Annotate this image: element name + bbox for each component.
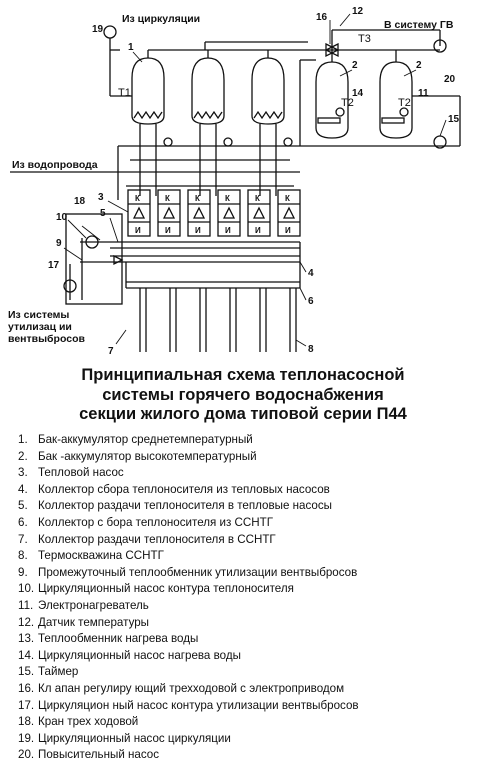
- pump-10: [85, 235, 99, 249]
- callout-3: 3: [98, 192, 104, 203]
- from-recovery-label-3: вентвыбросов: [8, 333, 85, 345]
- title-line-1: Принципиальная схема теплонасосной: [81, 366, 405, 384]
- legend-item: 18.Кран трех ходовой: [18, 715, 139, 729]
- callout-6: 6: [308, 296, 314, 307]
- callout-14: 14: [352, 88, 364, 99]
- tank-2b: [379, 50, 413, 139]
- to-hw-system-label: В систему ГВ: [384, 19, 454, 31]
- callout-4: 4: [308, 268, 314, 279]
- electric-heater-a: [317, 117, 341, 124]
- legend-list: 1.Бак-аккумулятор среднетемпературный 2.…: [18, 432, 478, 764]
- diagram-title: Принципиальная схема теплонасосной систе…: [0, 366, 486, 425]
- callout-12: 12: [352, 6, 364, 17]
- title-line-3: секции жилого дома типовой серии П44: [79, 405, 407, 423]
- callout-8: 8: [308, 344, 314, 355]
- callout-19: 19: [92, 24, 104, 35]
- coil-1b: [193, 110, 223, 120]
- electric-heater-b: [381, 117, 405, 124]
- from-circulation-label: Из циркуляции: [122, 13, 200, 25]
- legend-item: 7.Коллектор раздачи теплоносителя в ССНТ…: [18, 532, 276, 546]
- callout-2b: 2: [416, 60, 422, 71]
- coil-1c: [253, 110, 283, 120]
- pump-14a: [335, 107, 345, 117]
- coil-1a: [133, 110, 163, 120]
- legend-item: 6.Коллектор с бора теплоносителя из ССНТ…: [18, 515, 274, 529]
- legend-item: 15.Таймер: [18, 665, 79, 679]
- callout-2a: 2: [352, 60, 358, 71]
- pump-14b: [399, 107, 409, 117]
- t2b-label: Т2: [398, 97, 411, 109]
- hp4-k: К: [225, 194, 230, 203]
- callout-20: 20: [444, 74, 456, 85]
- pump-17: [63, 279, 77, 293]
- tank-1c: [251, 50, 285, 125]
- legend-item: 5.Коллектор раздачи теплоносителя в тепл…: [18, 499, 332, 513]
- hp5-k: К: [255, 194, 260, 203]
- legend-item: 11.Электронагреватель: [18, 598, 149, 612]
- callout-9: 9: [56, 238, 62, 249]
- callout-11: 11: [418, 88, 429, 99]
- legend-item: 10.Циркуляционный насос контура теплонос…: [18, 582, 294, 596]
- hp2-k: К: [165, 194, 170, 203]
- legend-item: 17.Циркуляцион ный насос контура утилиза…: [18, 698, 359, 712]
- pump-19: [103, 25, 117, 39]
- callout-5: 5: [100, 208, 106, 219]
- tank-1a: [131, 50, 165, 125]
- legend-item: 1.Бак-аккумулятор среднетемпературный: [18, 433, 253, 446]
- callout-7: 7: [108, 346, 114, 357]
- hp1-k: К: [135, 194, 140, 203]
- legend-item: 4.Коллектор сбора теплоносителя из тепло…: [18, 482, 330, 496]
- callout-16: 16: [316, 12, 328, 23]
- t2a-label: Т2: [341, 97, 354, 109]
- hp1-i: И: [135, 226, 141, 235]
- heat-pump-schematic: Из циркуляции В систему ГВ Из водопровод…: [8, 6, 461, 357]
- legend-item: 8.Термоскважина ССНТГ: [18, 549, 164, 563]
- hp3-i: И: [195, 226, 201, 235]
- hp5-i: И: [255, 226, 261, 235]
- tank-2a: [315, 50, 349, 139]
- callout-10: 10: [56, 212, 68, 223]
- tank-1b: [191, 50, 225, 125]
- legend-item: 19.Циркуляционный насос циркуляции: [18, 731, 231, 745]
- t3-label: Т3: [358, 33, 371, 45]
- hp6-k: К: [285, 194, 290, 203]
- hp3-k: К: [195, 194, 200, 203]
- hp2-i: И: [165, 226, 171, 235]
- valve-18: [113, 254, 124, 266]
- callout-15: 15: [448, 114, 460, 125]
- from-water-supply-label: Из водопровода: [12, 159, 98, 171]
- legend-item: 13.Теплообменник нагрева воды: [18, 632, 199, 646]
- hp4-i: И: [225, 226, 231, 235]
- from-recovery-label-2: утилизац ии: [8, 321, 72, 333]
- title-line-2: системы горячего водоснабжения: [102, 385, 384, 404]
- hp6-i: И: [285, 226, 291, 235]
- legend-item: 3.Тепловой насос: [18, 466, 124, 480]
- legend-item: 2.Бак -аккумулятор высокотемпературный: [18, 449, 257, 463]
- callout-1: 1: [128, 42, 134, 53]
- legend-item: 14.Циркуляционный насос нагрева воды: [18, 648, 241, 662]
- legend-item: 12.Датчик температуры: [18, 615, 150, 629]
- callout-18: 18: [74, 196, 86, 207]
- intermediate-heat-exchanger: [65, 213, 123, 305]
- pump-20: [433, 39, 447, 53]
- t1-label: Т1: [118, 87, 131, 99]
- legend-item: 20.Повысительный насос: [18, 748, 160, 762]
- from-recovery-label-1: Из системы: [8, 309, 69, 321]
- legend-item: 9.Промежуточный теплообменник утилизации…: [18, 565, 358, 579]
- legend-item: 16.Кл апан регулиру ющий трехходовой с э…: [18, 681, 345, 695]
- callout-17: 17: [48, 260, 60, 271]
